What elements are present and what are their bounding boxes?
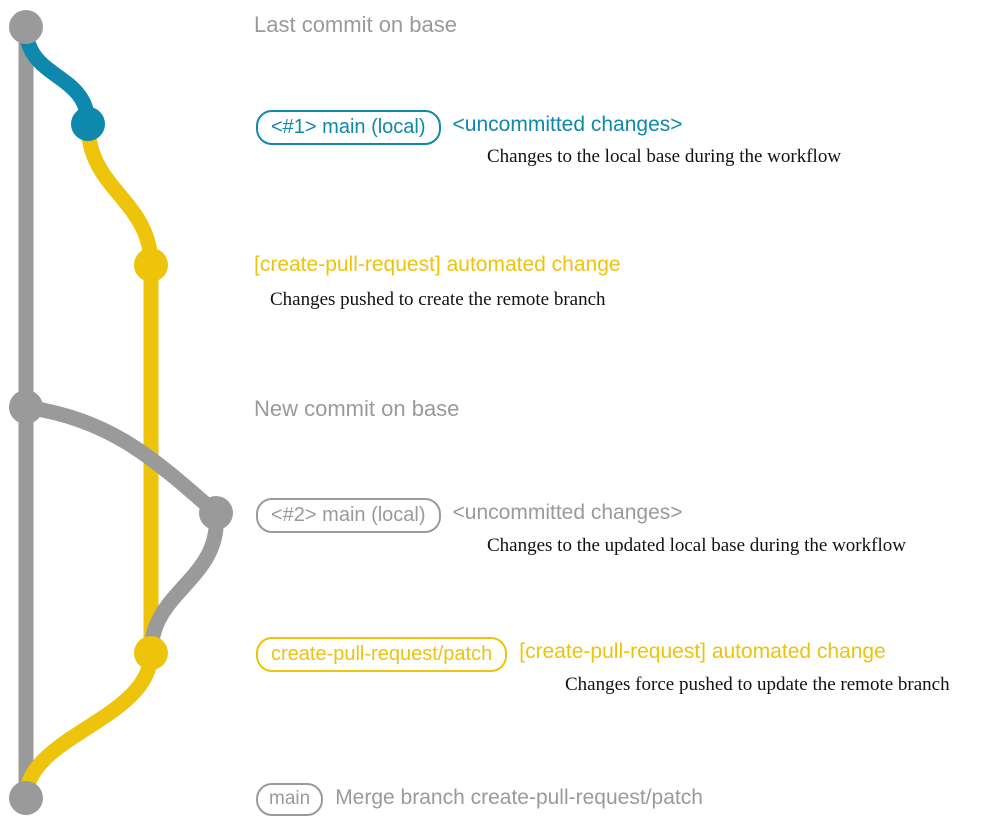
edge-basenew-to-local2 — [18, 399, 224, 521]
commit-description-local-2: Changes to the updated local base during… — [487, 535, 906, 556]
commit-description-patch-1: Changes pushed to create the remote bran… — [270, 289, 606, 310]
ref-chip-main[interactable]: main — [256, 783, 324, 816]
commit-label-base-head: Last commit on base — [254, 12, 457, 37]
graph-edges — [18, 19, 224, 806]
commit-row-local-1: <#1> main (local) <uncommitted changes> — [256, 110, 683, 145]
node-patch-2 — [134, 636, 168, 670]
node-local-1 — [71, 107, 105, 141]
node-base-new — [9, 390, 43, 424]
edge-patch2-to-merge — [18, 645, 159, 806]
commit-description-patch-2: Changes force pushed to update the remot… — [565, 674, 950, 695]
edge-local1-to-patch1 — [80, 116, 159, 273]
node-base-head — [9, 10, 43, 44]
commit-row-merge: main Merge branch create-pull-request/pa… — [256, 783, 703, 816]
edge-base-to-local1 — [18, 19, 96, 132]
commit-subject-local-1: <uncommitted changes> — [452, 113, 683, 136]
commit-subject-local-2: <uncommitted changes> — [452, 501, 683, 524]
commit-row-patch-2: create-pull-request/patch [create-pull-r… — [256, 637, 886, 672]
ref-chip-main-local-1[interactable]: <#1> main (local) — [256, 110, 441, 145]
commit-subject-merge: Merge branch create-pull-request/patch — [335, 786, 703, 809]
graph-nodes — [9, 10, 233, 815]
node-base-merge — [9, 781, 43, 815]
node-patch-1 — [134, 248, 168, 282]
ref-chip-create-pull-request-patch[interactable]: create-pull-request/patch — [256, 637, 508, 672]
ref-chip-main-local-2[interactable]: <#2> main (local) — [256, 498, 441, 533]
commit-subject-patch-1: [create-pull-request] automated change — [254, 253, 621, 276]
node-local-2 — [199, 496, 233, 530]
edge-local2-to-patch2 — [143, 505, 224, 661]
commit-description-local-1: Changes to the local base during the wor… — [487, 146, 842, 167]
commit-label-base-new: New commit on base — [254, 396, 460, 421]
commit-subject-patch-2: [create-pull-request] automated change — [519, 640, 886, 663]
commit-row-local-2: <#2> main (local) <uncommitted changes> — [256, 498, 683, 533]
commit-row-patch-1: [create-pull-request] automated change — [254, 252, 621, 278]
